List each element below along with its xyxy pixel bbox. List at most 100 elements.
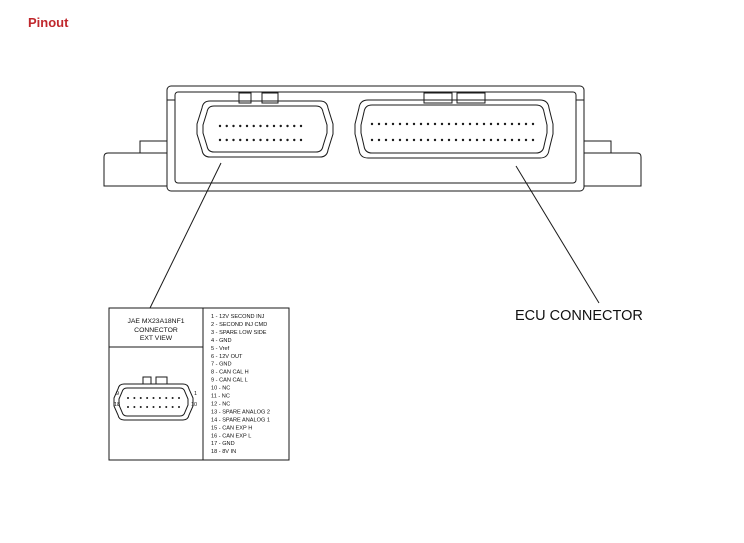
- pin-dot: [218, 124, 222, 128]
- pin-dot: [447, 122, 451, 126]
- pin-dot: [475, 122, 479, 126]
- pin-entry: 18 - 8V IN: [211, 449, 236, 455]
- pin-dot: [165, 397, 168, 399]
- connector-type-label: CONNECTOR: [134, 327, 178, 334]
- pin-dot: [266, 138, 269, 142]
- pin-dot: [398, 138, 402, 142]
- pin-dot: [232, 138, 235, 142]
- pin-dot: [171, 397, 174, 399]
- left-flange: [103, 152, 167, 187]
- pin-dot: [158, 406, 161, 408]
- pin-dot: [517, 122, 521, 126]
- corner-number-10: 10: [191, 402, 197, 408]
- pin-entry: 10 - NC: [211, 386, 230, 392]
- pin-entry: 11 - NC: [211, 394, 230, 400]
- pin-entry: 4 - GND: [211, 338, 232, 344]
- pin-dot: [127, 397, 129, 399]
- ecu-connector-label: ECU CONNECTOR: [515, 308, 643, 324]
- connector-part-number: JAE MX23A18NF1: [127, 318, 184, 325]
- pin-dot: [252, 124, 255, 128]
- pin-dot: [461, 122, 465, 126]
- pin-dot: [133, 406, 136, 408]
- pin-dot: [489, 122, 493, 126]
- pin-dot: [252, 138, 255, 142]
- pin-dot: [503, 138, 507, 142]
- ecu-inner-shell: [174, 91, 577, 184]
- pin-dot: [531, 138, 535, 142]
- pin-dot: [286, 124, 289, 128]
- ecu-connector-left: [196, 92, 334, 158]
- pin-dot: [461, 138, 465, 142]
- ecu-outer-shell: [166, 85, 585, 192]
- pin-entry: 1 - 12V SECOND INJ: [211, 314, 265, 320]
- connector-view-label: EXT VIEW: [140, 335, 173, 342]
- pin-dot: [279, 124, 282, 128]
- right-connector-pins: [370, 122, 535, 142]
- pin-dot: [377, 122, 381, 126]
- ecu-connector-right: [354, 92, 554, 159]
- pin-dot: [510, 138, 514, 142]
- pin-dot: [377, 138, 381, 142]
- pin-dot: [531, 122, 535, 126]
- pin-entry: 5 - Vref: [211, 346, 230, 352]
- pin-dot: [454, 138, 458, 142]
- pin-dot: [391, 122, 395, 126]
- pin-dot: [259, 138, 262, 142]
- pin-entry: 13 - SPARE ANALOG 2: [211, 409, 270, 415]
- pin-dot: [468, 122, 472, 126]
- pin-dot: [146, 397, 149, 399]
- pin-dot: [178, 397, 180, 399]
- pin-dot: [225, 124, 228, 128]
- left-flange-tab: [139, 140, 168, 154]
- pin-dot: [266, 124, 269, 128]
- pin-dot: [293, 124, 296, 128]
- pin-entry: 8 - CAN CAL H: [211, 370, 249, 376]
- pin-dot: [496, 122, 500, 126]
- pin-dot: [293, 138, 296, 142]
- pin-dot: [299, 138, 303, 142]
- pin-dot: [503, 122, 507, 126]
- pin-dot: [384, 122, 388, 126]
- corner-number-1: 1: [194, 391, 197, 397]
- corner-number-9: 9: [116, 391, 119, 397]
- pin-dot: [133, 397, 136, 399]
- leader-line-left: [149, 162, 222, 309]
- pin-dot: [398, 122, 402, 126]
- pin-dot: [384, 138, 388, 142]
- pin-dot: [489, 138, 493, 142]
- pin-dot: [426, 138, 430, 142]
- pin-dot: [232, 124, 235, 128]
- pin-dot: [454, 122, 458, 126]
- pin-dot: [245, 138, 249, 142]
- pin-entry: 3 - SPARE LOW SIDE: [211, 330, 267, 336]
- pinout-box: [108, 307, 290, 461]
- pin-dot: [152, 397, 155, 399]
- pin-dot: [272, 124, 276, 128]
- pin-dot: [524, 138, 528, 142]
- pin-dot: [152, 406, 155, 408]
- pin-dot: [178, 406, 180, 408]
- ecu-housing: [103, 85, 642, 192]
- pin-dot: [218, 138, 222, 142]
- pin-dot: [299, 124, 303, 128]
- pin-dot: [524, 122, 528, 126]
- pin-entry: 7 - GND: [211, 362, 232, 368]
- pin-dot: [272, 138, 276, 142]
- pin-dot: [419, 138, 423, 142]
- page-title: Pinout: [28, 15, 69, 30]
- right-flange: [584, 152, 642, 187]
- pin-dot: [279, 138, 282, 142]
- pin-dot: [405, 122, 409, 126]
- mini-connector-pins: [127, 397, 180, 408]
- pin-dot: [468, 138, 472, 142]
- left-connector-pins: [218, 124, 303, 142]
- pin-dot: [286, 138, 289, 142]
- pin-dot: [245, 124, 249, 128]
- pin-dot: [440, 122, 444, 126]
- pin-entry: 16 - CAN EXP L: [211, 433, 251, 439]
- pin-dot: [370, 138, 374, 142]
- pin-dot: [482, 138, 486, 142]
- pin-dot: [433, 138, 437, 142]
